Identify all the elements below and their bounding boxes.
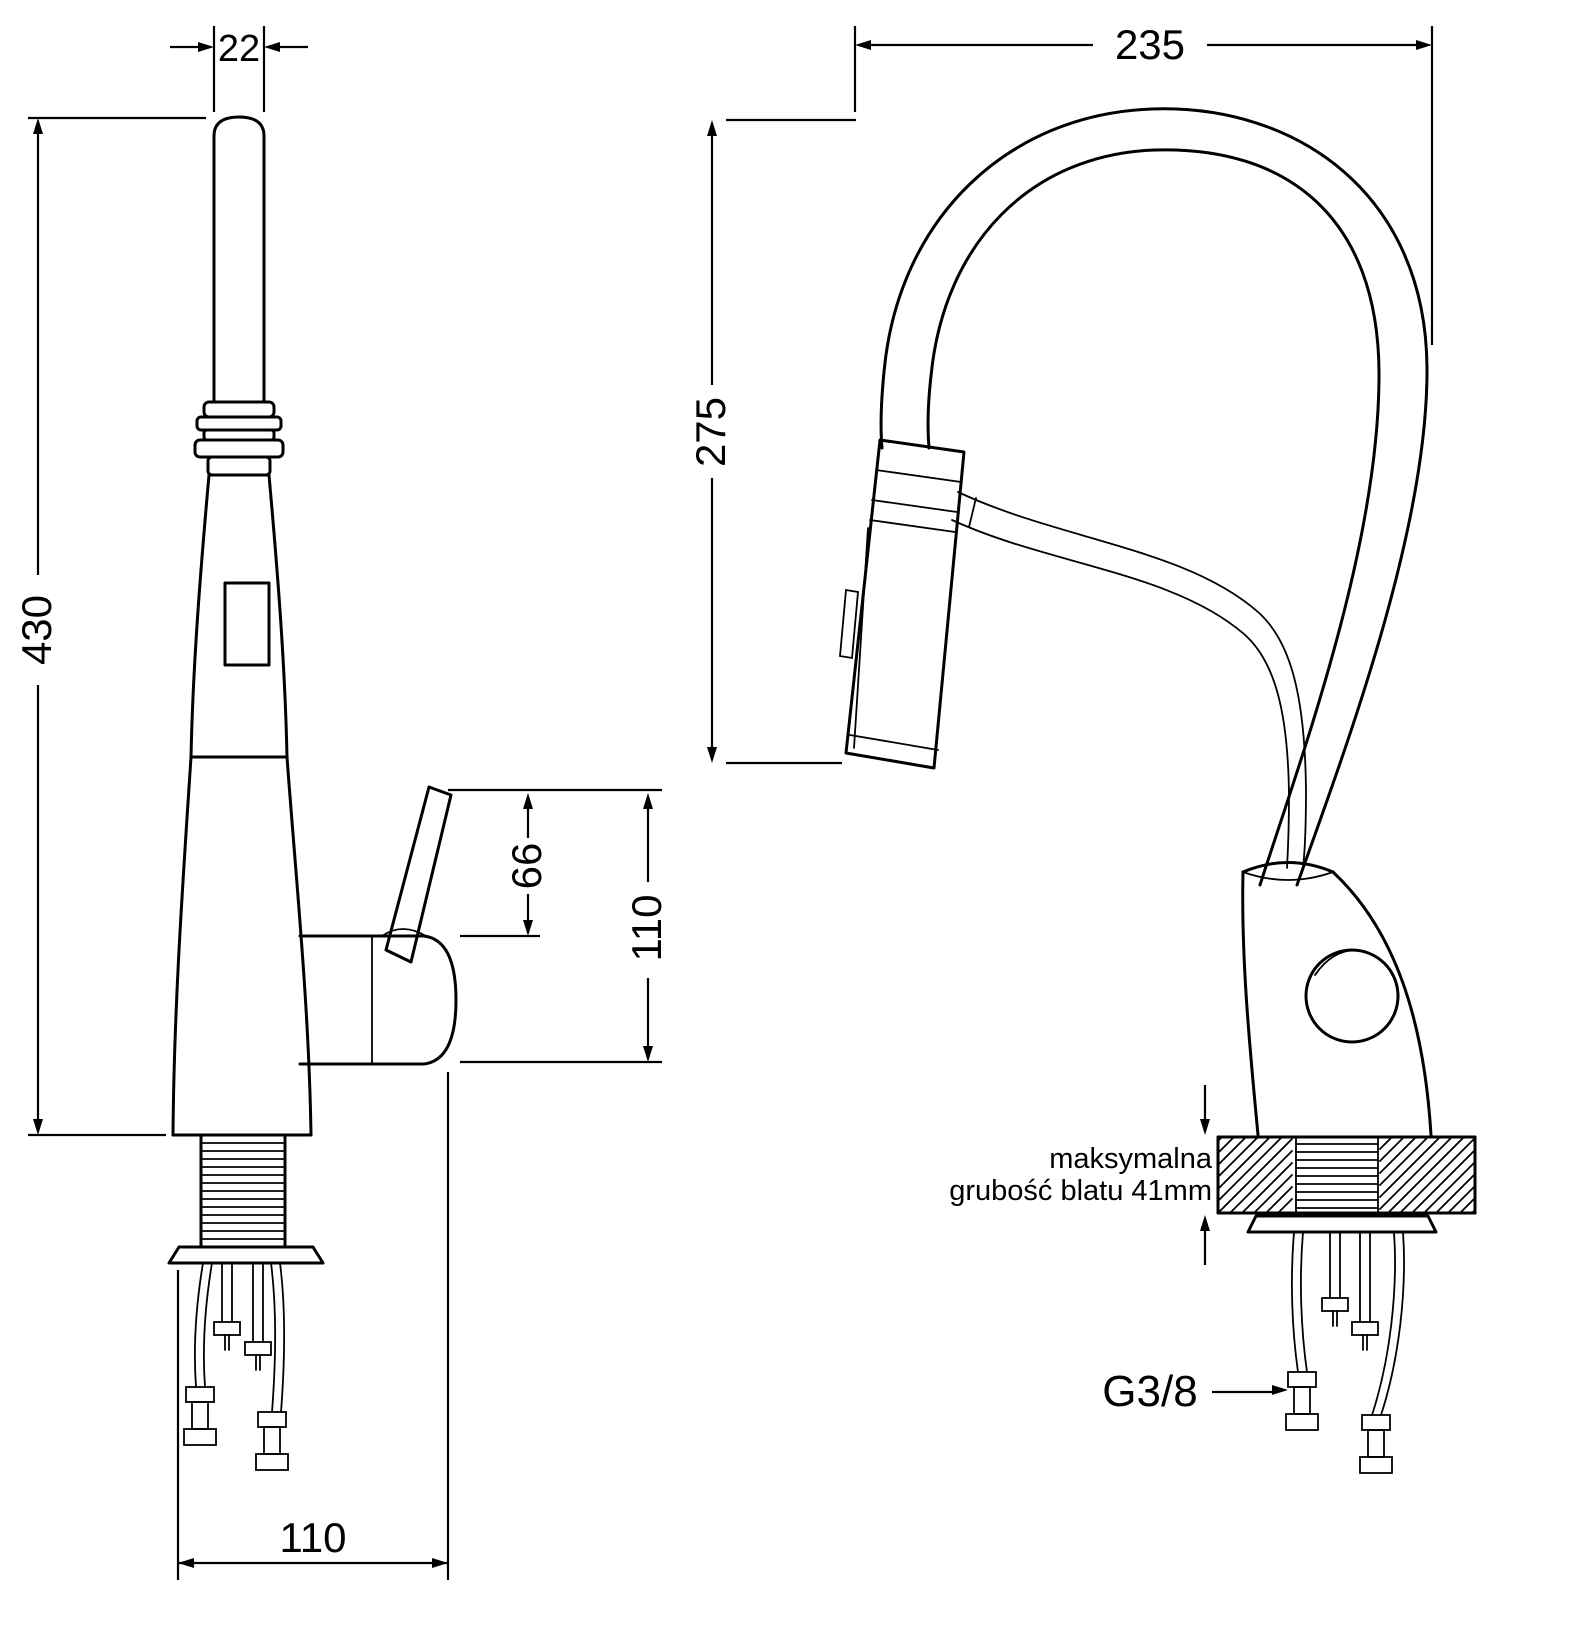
- dim-reach: 235: [853, 21, 1434, 345]
- spout-pipe: [212, 115, 266, 404]
- dim-spout-height: 275: [687, 118, 856, 765]
- gooseneck-hose: [879, 107, 1429, 887]
- mounting-studs-front: [1321, 1231, 1379, 1351]
- thread-size-label: G3/8: [1102, 1367, 1197, 1416]
- dim-spout-height-label: 275: [687, 397, 734, 467]
- lever-arm: [384, 785, 453, 964]
- dim-reach-label: 235: [1115, 21, 1185, 68]
- dim-lever-height: 66: [448, 788, 662, 938]
- dim-handle-height: 110: [460, 793, 670, 1064]
- supply-hoses: [183, 1262, 289, 1471]
- handle-lever: [298, 785, 458, 1066]
- dim-total-height-label: 430: [13, 595, 60, 665]
- dim-base-width-label: 110: [280, 1514, 347, 1561]
- shank-through-counter: [1295, 1136, 1379, 1214]
- mounting-base-front: [1246, 1214, 1438, 1234]
- body-display-panel: [223, 581, 271, 667]
- dim-spout-width: 22: [170, 26, 308, 112]
- thread-size-callout: G3/8: [1102, 1367, 1288, 1416]
- dim-total-height: 430: [13, 116, 206, 1137]
- mounting-base: [167, 1245, 325, 1265]
- dim-spout-width-label: 22: [218, 28, 260, 70]
- counter-note-line1: maksymalna: [1049, 1143, 1213, 1175]
- supply-hoses-front: [1285, 1231, 1405, 1474]
- mounting-studs: [213, 1262, 272, 1371]
- pullout-hose: [951, 491, 1307, 869]
- side-view: 22 430 66 110: [13, 26, 670, 1580]
- spray-head: [839, 438, 966, 770]
- aerator-rings: [193, 400, 285, 477]
- dim-base-width: 110: [176, 1072, 450, 1580]
- body-knob: [1304, 948, 1400, 1044]
- dim-handle-height-label: 110: [623, 895, 670, 962]
- countertop: [1216, 1135, 1477, 1215]
- dim-lever-height-label: 66: [503, 843, 550, 890]
- front-view: maksymalna grubość blatu 41mm: [687, 21, 1477, 1474]
- faucet-body: [171, 473, 313, 1137]
- counter-thickness-arrows: [1200, 1085, 1210, 1265]
- threaded-shank: [199, 1133, 287, 1249]
- counter-note-line2: grubość blatu 41mm: [949, 1175, 1212, 1207]
- faucet-body-front: [1241, 861, 1433, 1137]
